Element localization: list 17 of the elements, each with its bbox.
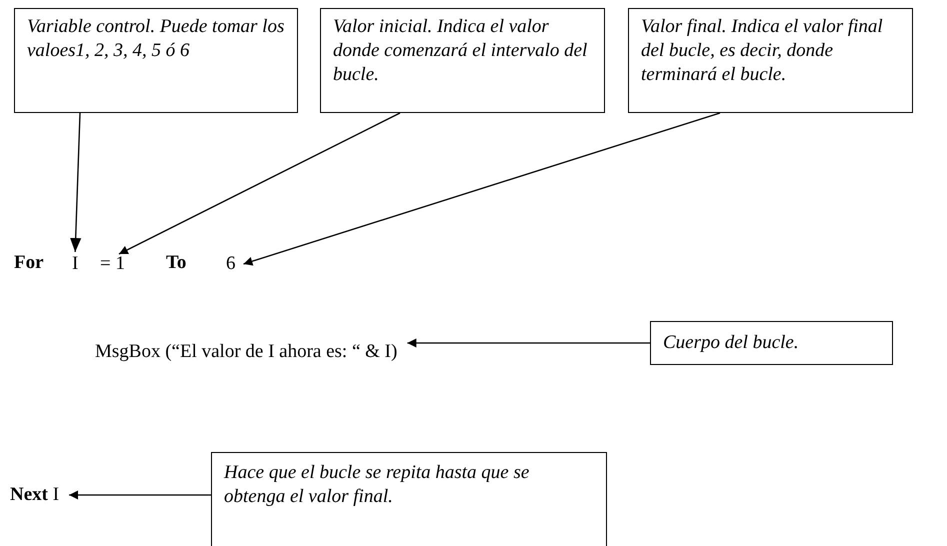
code-text: 6 [226,252,236,276]
code-text: I [72,252,78,276]
code-keyword: For [14,252,44,274]
code-text: Next I [10,483,60,507]
callout-box: Hace que el bucle se repita hasta que se obtenga el valor final. [211,452,607,546]
code-keyword: To [166,252,186,274]
arrow [243,112,720,266]
code-text: MsgBox (“El valor de I ahora es: “ & I) [95,340,398,364]
code-text: = 1 [100,252,125,276]
callout-box: Variable control. Puede tomar los valoes1, 2, 3, 4, 5 ó 6 [14,8,298,113]
arrow [118,112,400,255]
callout-box: Cuerpo del bucle. [650,321,893,365]
callout-box: Valor final. Indica el valor final del bucle, es decir, donde terminará el bucle. [628,8,913,113]
arrow [69,490,211,500]
arrow [70,112,82,252]
callout-box: Valor inicial. Indica el valor donde comenzará el intervalo del bucle. [320,8,605,113]
arrow [407,338,650,348]
